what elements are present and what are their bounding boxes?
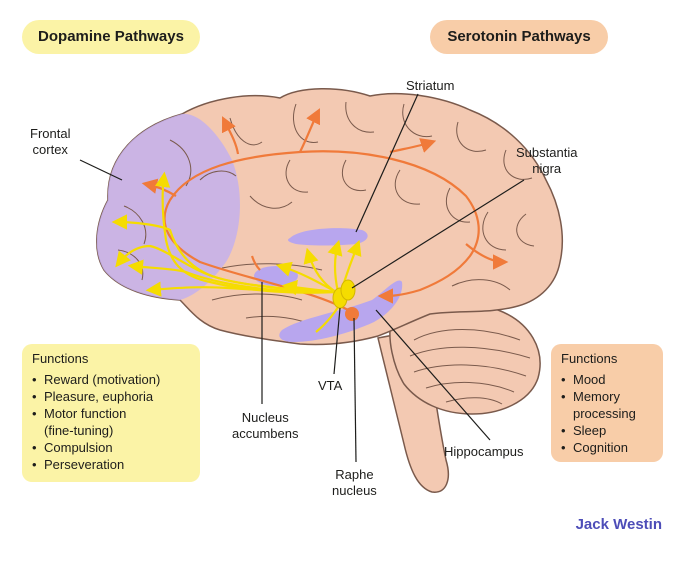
vta-label: VTA	[318, 378, 343, 393]
dopamine-pathways-heading: Dopamine Pathways	[22, 20, 200, 54]
list-item: Cognition	[561, 439, 653, 456]
hippocampus-label: Hippocampus	[444, 444, 524, 459]
list-item: Sleep	[561, 422, 653, 439]
frontal-cortex-label-line2: cortex	[32, 142, 68, 157]
list-item: Reward (motivation)	[32, 371, 190, 388]
frontal-cortex-label-line1: Frontal	[30, 126, 71, 141]
list-item: Pleasure, euphoria	[32, 388, 190, 405]
serotonin-functions-list: Mood Memory processing Sleep Cognition	[561, 371, 653, 456]
dopamine-functions-box: Functions Reward (motivation) Pleasure, …	[22, 344, 200, 482]
substantia-nigra-label-line2: nigra	[532, 161, 562, 176]
nucleus-accumbens-label: Nucleus accumbens	[232, 410, 298, 442]
cerebellum-folds	[409, 329, 531, 405]
frontal-cortex-label: Frontal cortex	[30, 126, 70, 158]
list-item: Motor function	[32, 405, 190, 422]
brain-folds	[117, 101, 535, 327]
list-item: Mood	[561, 371, 653, 388]
list-item: Memory	[561, 388, 653, 405]
serotonin-functions-title: Functions	[561, 351, 618, 366]
dopamine-functions-list: Reward (motivation) Pleasure, euphoria M…	[32, 371, 190, 473]
striatum-label: Striatum	[406, 78, 455, 93]
nucleus-accumbens-label-line1: Nucleus	[241, 410, 289, 425]
substantia-nigra-label: Substantia nigra	[516, 145, 577, 177]
leader-lines	[79, 93, 525, 463]
hippocampus-region	[279, 280, 403, 342]
brainstem	[377, 329, 450, 493]
raphe-nucleus-label-line2: nucleus	[332, 483, 377, 498]
substantia-nigra-label-line1: Substantia	[516, 145, 578, 160]
serotonin-functions-box: Functions Mood Memory processing Sleep C…	[551, 344, 663, 462]
brand-logo-text: Jack Westin	[575, 516, 662, 533]
nucleus-accumbens-label-line2: accumbens	[232, 426, 299, 441]
frontal-cortex-region	[96, 113, 240, 301]
list-item-continuation: (fine-tuning)	[44, 423, 114, 438]
list-item: Perseveration	[32, 456, 190, 473]
raphe-nucleus-dot	[345, 307, 359, 321]
raphe-nucleus-label: Raphe nucleus	[332, 467, 377, 499]
list-item-continuation: processing	[573, 406, 636, 421]
dopamine-functions-title: Functions	[32, 351, 89, 366]
serotonin-pathways-heading: Serotonin Pathways	[430, 20, 608, 54]
substantia-nigra-nucleus	[340, 279, 356, 301]
serotonin-pathways	[141, 108, 509, 313]
raphe-nucleus-label-line1: Raphe	[335, 467, 374, 482]
list-item: Compulsion	[32, 439, 190, 456]
